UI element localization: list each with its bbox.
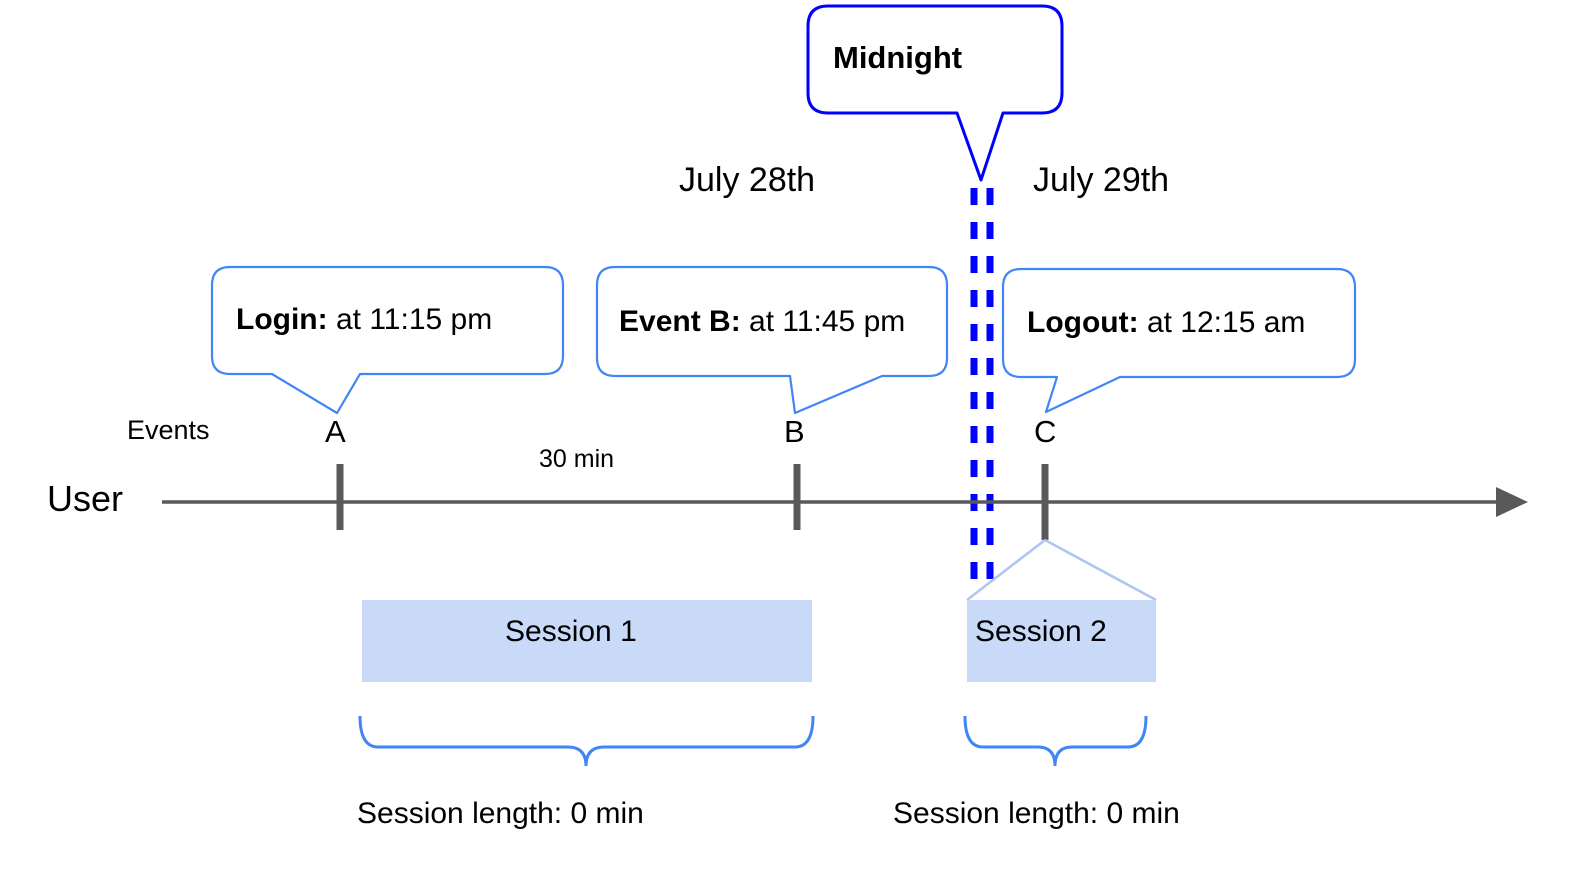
- session1-brace: [358, 715, 815, 767]
- session2-box: [967, 600, 1156, 682]
- events-row-label: Events: [127, 415, 210, 445]
- login-callout-label: Login:: [236, 303, 328, 336]
- midnight-dashed-lines: [970, 188, 994, 592]
- event-letter-b: B: [784, 414, 805, 449]
- date-label-right: July 29th: [1033, 161, 1170, 199]
- eventb-bubble-path: [595, 265, 949, 415]
- login-bubble-path: [210, 265, 565, 415]
- eventb-callout-text: Event B: at 11:45 pm: [619, 307, 905, 337]
- logout-bubble-path: [1001, 267, 1357, 414]
- midnight-callout-label: Midnight: [833, 40, 963, 75]
- session2-brace: [963, 715, 1148, 767]
- event-letter-c: C: [1034, 414, 1057, 449]
- event-ticks: [336, 464, 1049, 540]
- midnight-callout-shape: [806, 4, 1064, 182]
- login-callout-shape: [210, 265, 565, 415]
- eventb-callout-label: Event B:: [619, 305, 741, 338]
- login-callout-text: Login: at 11:15 pm: [236, 305, 492, 335]
- user-row-label: User: [47, 478, 124, 519]
- midnight-bubble-path: [806, 4, 1064, 182]
- session2-wedge: [966, 538, 1157, 602]
- event-letter-a: A: [325, 414, 346, 449]
- timeline-axis: [162, 487, 1528, 517]
- logout-callout-value: at 12:15 am: [1146, 306, 1306, 339]
- logout-callout-shape: [1001, 267, 1357, 414]
- session1-length-label: Session length: 0 min: [357, 797, 644, 830]
- eventb-callout-value: at 11:45 pm: [749, 305, 906, 338]
- eventb-callout-shape: [595, 265, 949, 415]
- session2-wedge-lines: [966, 538, 1157, 602]
- session1-box: [362, 600, 812, 682]
- logout-callout-text: Logout: at 12:15 am: [1027, 308, 1305, 338]
- timeline-axis-arrowhead: [1496, 487, 1528, 517]
- session-braces: [358, 715, 1148, 767]
- session2-label: Session 2: [975, 615, 1107, 648]
- session-boxes: [362, 600, 1156, 682]
- date-label-left: July 28th: [679, 161, 816, 199]
- gap-duration-label: 30 min: [539, 445, 615, 473]
- session1-label: Session 1: [505, 615, 637, 648]
- session2-length-label: Session length: 0 min: [893, 797, 1180, 830]
- logout-callout-label: Logout:: [1027, 306, 1139, 339]
- login-callout-value: at 11:15 pm: [335, 303, 493, 336]
